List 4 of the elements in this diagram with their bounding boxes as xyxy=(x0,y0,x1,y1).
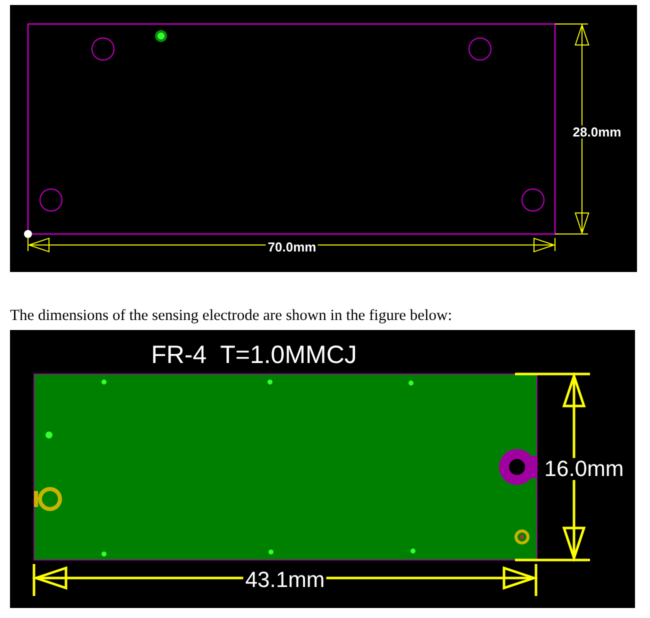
dimension-label: 70.0mm xyxy=(266,240,318,254)
board-spec-title: FR-4 T=1.0MMCJ xyxy=(151,343,357,368)
dimension-label: 28.0mm xyxy=(570,126,624,138)
description-text: The dimensions of the sensing electrode are shown in the figure below: xyxy=(10,307,452,325)
